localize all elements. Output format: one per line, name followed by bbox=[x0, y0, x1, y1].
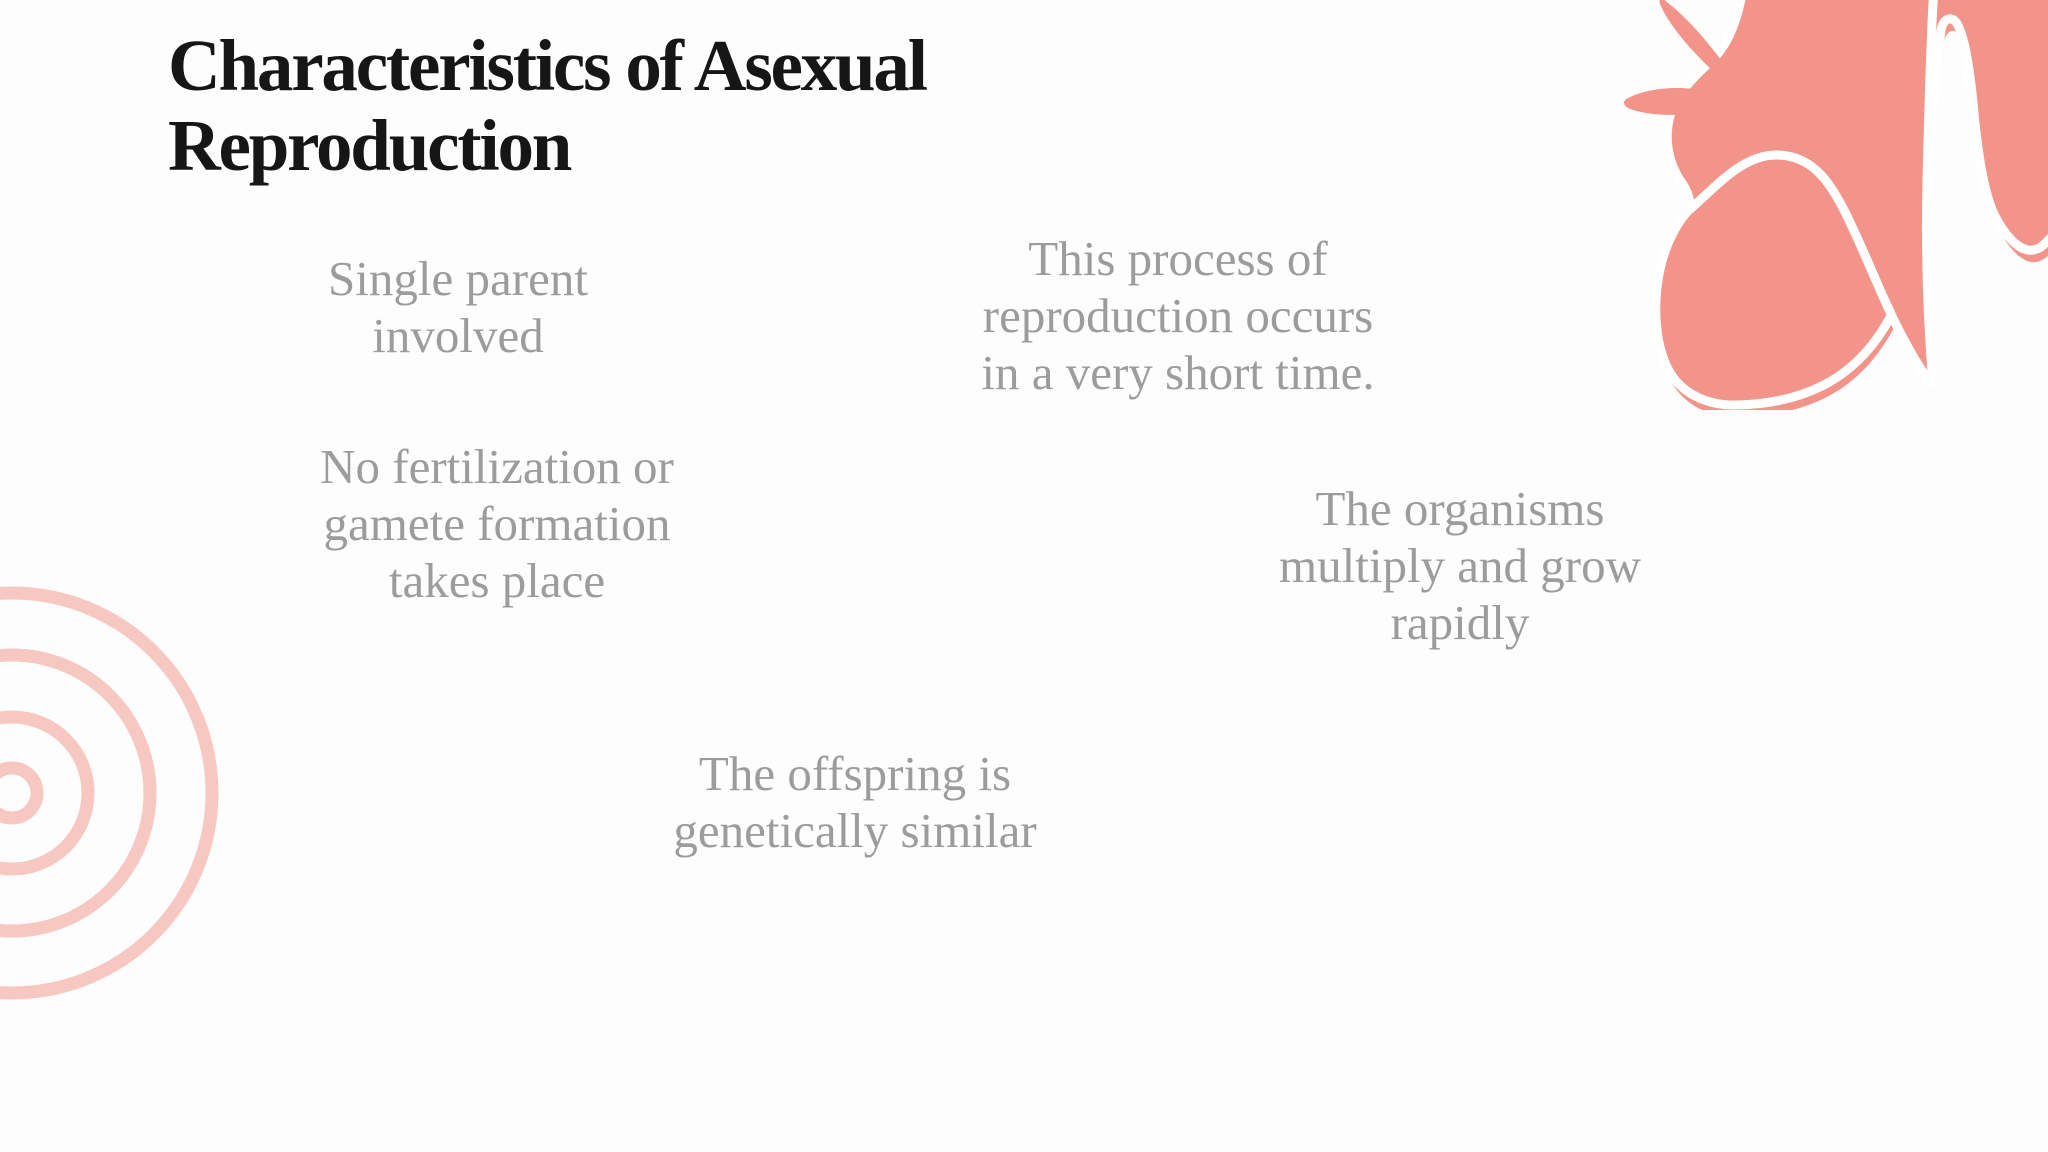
text-line: This process of bbox=[1028, 231, 1328, 286]
slide-title-line: Characteristics of Asexual bbox=[168, 25, 928, 106]
text-line: genetically similar bbox=[673, 803, 1037, 858]
text-line: The organisms bbox=[1315, 481, 1605, 536]
paint-drip-blob-decoration bbox=[1624, 0, 2048, 410]
blob-leaf-petal-icon bbox=[1659, 0, 1740, 92]
ring-circle bbox=[0, 648, 157, 938]
text-line: The offspring is bbox=[698, 746, 1012, 801]
ring-circle bbox=[0, 761, 44, 825]
text-line: gamete formation bbox=[323, 496, 671, 551]
slide-title: Characteristics of Asexual Reproduction bbox=[168, 25, 928, 186]
blob-leaf-petal-icon bbox=[1624, 87, 1734, 115]
characteristic-genetically-similar: The offspring is genetically similar bbox=[673, 745, 1036, 859]
characteristic-single-parent: Single parent involved bbox=[328, 250, 588, 364]
text-line: rapidly bbox=[1390, 595, 1530, 650]
text-line: takes place bbox=[388, 553, 606, 608]
ring-circle bbox=[0, 586, 219, 1000]
slide-title-line: Reproduction bbox=[168, 105, 572, 186]
characteristic-short-time: This process of reproduction occurs in a… bbox=[981, 230, 1374, 401]
characteristic-multiply-rapidly: The organisms multiply and grow rapidly bbox=[1279, 480, 1641, 651]
text-line: No fertilization or bbox=[320, 439, 674, 494]
text-line: involved bbox=[372, 308, 544, 363]
ring-circle bbox=[0, 710, 95, 876]
text-line: Single parent bbox=[328, 251, 588, 306]
characteristic-no-fertilization: No fertilization or gamete formation tak… bbox=[320, 438, 674, 609]
text-line: multiply and grow bbox=[1278, 538, 1642, 593]
concentric-rings-decoration bbox=[0, 586, 219, 1000]
text-line: in a very short time. bbox=[981, 345, 1375, 400]
text-line: reproduction occurs bbox=[982, 288, 1374, 343]
